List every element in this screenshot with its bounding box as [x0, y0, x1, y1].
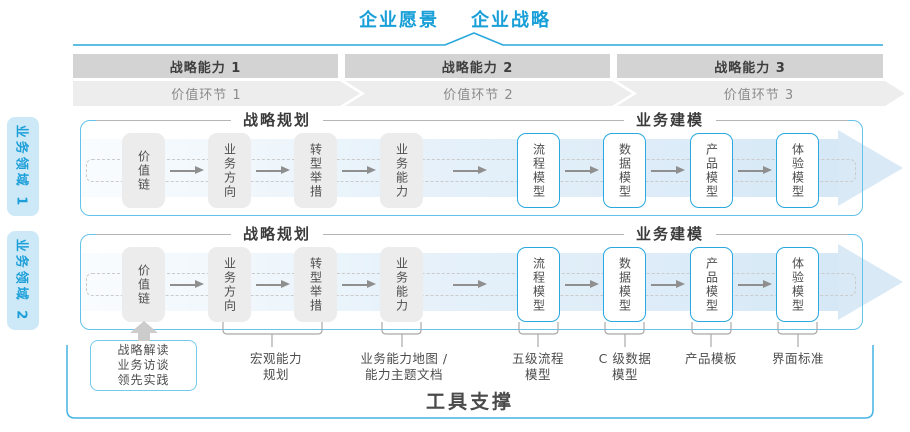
flow-box-value-chain: 价值链 — [122, 247, 165, 322]
flow-row-domain-2: 战略规划 业务建模 价值链 业务方向 转型举措 业务能力 流程模型 数据模型 产… — [0, 224, 910, 330]
section-header-business-modeling: 业务建模 — [623, 110, 717, 130]
annotation-line: C 级数据 — [598, 351, 652, 366]
business-domain-label: 业务领域 2 — [13, 238, 29, 323]
flow-box-process-model: 流程模型 — [517, 247, 560, 322]
flow-box-business-capability: 业务能力 — [380, 247, 423, 322]
flow-box-label: 数据模型 — [617, 256, 632, 313]
annotation-line: 界面标准 — [771, 351, 825, 366]
flow-box-label: 产品模型 — [704, 256, 719, 313]
flow-box-data-model: 数据模型 — [603, 247, 646, 322]
section-header-business-modeling: 业务建模 — [623, 224, 717, 244]
flow-box-business-direction: 业务方向 — [208, 247, 251, 322]
practice-line: 领先实践 — [117, 373, 170, 387]
annotation-line: 五级流程 — [511, 351, 565, 366]
flow-box-product-model: 产品模型 — [690, 133, 733, 208]
annotation-process-model: 五级流程 模型 — [512, 351, 564, 383]
flow-box-transformation-initiatives: 转型举措 — [294, 133, 337, 208]
flow-box-label: 价值链 — [136, 263, 151, 306]
flow-box-process-model: 流程模型 — [517, 133, 560, 208]
flow-box-label: 体验模型 — [790, 142, 805, 199]
flow-arrow-icon — [651, 281, 685, 287]
flow-arrow-icon — [342, 167, 376, 173]
annotation-line: 模型 — [611, 367, 639, 382]
flow-box-experience-model: 体验模型 — [776, 133, 819, 208]
flow-box-label: 转型举措 — [308, 142, 323, 199]
flow-arrow-icon — [342, 281, 376, 287]
flow-box-label: 流程模型 — [531, 256, 546, 313]
flow-box-label: 业务方向 — [222, 142, 237, 199]
flow-box-label: 数据模型 — [617, 142, 632, 199]
value-link-chevron: 价值环节 1 — [73, 81, 360, 106]
flow-box-label: 业务能力 — [394, 142, 409, 199]
business-domain-tag-1: 业务领域 1 — [7, 117, 39, 216]
flow-box-business-direction: 业务方向 — [208, 133, 251, 208]
flow-box-label: 业务能力 — [394, 256, 409, 313]
flow-arrow-icon — [256, 167, 290, 173]
flow-box-value-chain: 价值链 — [122, 133, 165, 208]
practice-line: 业务访谈 — [117, 358, 170, 372]
value-link-chevron: 价值环节 2 — [345, 81, 632, 106]
flow-box-label: 转型举措 — [308, 256, 323, 313]
section-header-strategic-planning: 战略规划 — [230, 224, 324, 244]
annotation-ui-standard: 界面标准 — [772, 351, 824, 367]
annotation-line: 宏观能力 — [249, 351, 303, 366]
business-domain-tag-2: 业务领域 2 — [7, 231, 39, 330]
header-divider-line — [96, 120, 848, 121]
enterprise-strategy-title: 企业战略 — [471, 10, 551, 31]
annotation-capability-map: 业务能力地图 / 能力主题文档 — [360, 351, 447, 383]
strategic-capability-bar: 战略能力 2 — [345, 54, 610, 78]
flow-box-transformation-initiatives: 转型举措 — [294, 247, 337, 322]
tool-support-title: 工具支撑 — [425, 391, 514, 413]
flow-arrow-icon — [453, 281, 487, 287]
flow-box-label: 价值链 — [136, 149, 151, 192]
business-domain-label: 业务领域 1 — [13, 124, 29, 209]
flow-box-experience-model: 体验模型 — [776, 247, 819, 322]
annotation-product-template: 产品模板 — [685, 351, 737, 367]
annotation-line: 规划 — [262, 367, 290, 382]
vision-pointer-line-icon — [73, 32, 883, 46]
flow-arrow-icon — [651, 167, 685, 173]
value-link-chevron: 价值环节 3 — [617, 81, 905, 106]
strategic-capability-bar: 战略能力 3 — [617, 54, 883, 78]
flow-arrow-icon — [738, 281, 772, 287]
flow-arrow-icon — [565, 281, 599, 287]
annotation-line: 产品模板 — [684, 351, 738, 366]
annotation-data-model: C 级数据 模型 — [599, 351, 652, 383]
flow-box-business-capability: 业务能力 — [380, 133, 423, 208]
flow-box-data-model: 数据模型 — [603, 133, 646, 208]
header-divider-line — [96, 234, 848, 235]
section-header-strategic-planning: 战略规划 — [230, 110, 324, 130]
annotation-macro-capability: 宏观能力 规划 — [250, 351, 302, 383]
flow-box-label: 业务方向 — [222, 256, 237, 313]
annotation-line: 能力主题文档 — [364, 367, 443, 382]
annotation-line: 业务能力地图 / — [360, 351, 448, 366]
flow-box-product-model: 产品模型 — [690, 247, 733, 322]
flow-arrow-icon — [170, 281, 204, 287]
flow-arrow-icon — [256, 281, 290, 287]
flow-box-label: 产品模型 — [704, 142, 719, 199]
flow-arrow-icon — [453, 167, 487, 173]
title-row: 企业愿景 企业战略 — [0, 6, 910, 32]
flow-arrow-icon — [170, 167, 204, 173]
flow-box-label: 体验模型 — [790, 256, 805, 313]
practice-line: 战略解读 — [117, 343, 170, 357]
enterprise-vision-title: 企业愿景 — [359, 10, 439, 31]
flow-box-label: 流程模型 — [531, 142, 546, 199]
flow-row-domain-1: 战略规划 业务建模 价值链 业务方向 转型举措 业务能力 流程模型 数据模型 产… — [0, 110, 910, 216]
annotation-line: 模型 — [524, 367, 552, 382]
flow-arrow-icon — [738, 167, 772, 173]
flow-arrow-icon — [565, 167, 599, 173]
strategic-capability-bar: 战略能力 1 — [73, 54, 338, 78]
practice-input-box: 战略解读 业务访谈 领先实践 — [90, 340, 197, 391]
